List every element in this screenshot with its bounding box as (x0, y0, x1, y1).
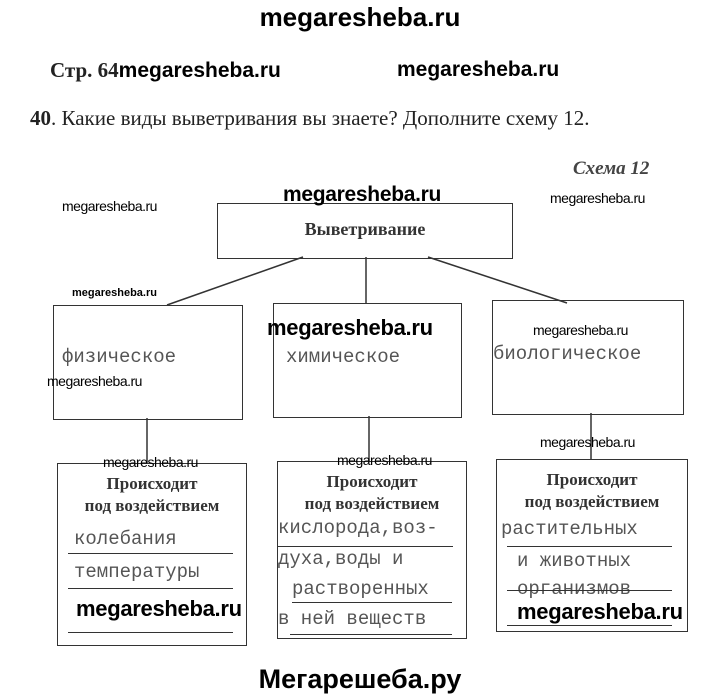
cause-heading: под воздействием (84, 496, 220, 515)
watermark: megaresheba.ru (72, 287, 157, 299)
cause-line: растительных (501, 518, 638, 540)
watermark: megaresheba.ru (103, 454, 198, 470)
page-reference: Стр. 64megaresheba.ru (50, 58, 281, 83)
cause-heading: Происходит (326, 472, 418, 491)
cause-heading: Происходит (546, 470, 638, 489)
question-text: . Какие виды выветривания вы знаете? Доп… (51, 106, 590, 130)
cause-heading: Происходит (106, 474, 198, 493)
cause-line: в ней веществ (278, 608, 427, 630)
type-label: биологическое (493, 343, 642, 365)
type-box-chemical: химическое (273, 303, 462, 418)
page-number: Стр. 64 (50, 58, 119, 82)
scheme-label: Схема 12 (573, 158, 650, 179)
cause-line: температуры (74, 561, 200, 583)
cause-box-physical: Происходит под воздействием колебания те… (57, 463, 247, 646)
watermark: megaresheba.ru (267, 315, 433, 340)
watermark: megaresheba.ru (62, 198, 157, 214)
cause-line: растворенных (292, 578, 429, 600)
watermark: megaresheba.ru (540, 434, 635, 450)
cause-heading: под воздействием (524, 492, 660, 511)
question: 40. Какие виды выветривания вы знаете? Д… (30, 106, 590, 131)
watermark: megaresheba.ru (550, 190, 645, 206)
type-label: физическое (62, 346, 177, 368)
watermark: megaresheba.ru (517, 599, 683, 624)
watermark: megaresheba.ru (47, 373, 142, 389)
watermark: megaresheba.ru (533, 322, 628, 338)
watermark: megaresheba.ru (397, 58, 560, 81)
footer-brand[interactable]: Мегарешеба.ру (258, 664, 462, 694)
cause-box-chemical: Происходит под воздействием кислорода,во… (277, 461, 467, 639)
cause-heading: под воздействием (304, 494, 440, 513)
cause-box-biological: Происходит под воздействием растительных… (496, 459, 688, 632)
type-box-biological: биологическое (492, 300, 684, 415)
cause-line: кислорода,воз- (278, 517, 438, 539)
watermark: megaresheba.ru (283, 183, 442, 206)
root-label: Выветривание (304, 219, 426, 239)
type-label: химическое (286, 346, 401, 368)
cause-line: духа,воды и (278, 548, 404, 570)
cause-line: организмов (517, 578, 632, 600)
type-box-physical: физическое (53, 305, 243, 420)
cause-line: и животных (517, 550, 632, 572)
watermark: megaresheba.ru (76, 596, 242, 621)
site-header[interactable]: megaresheba.ru (259, 2, 461, 32)
question-number: 40 (30, 106, 51, 130)
watermark: megaresheba.ru (337, 452, 432, 468)
cause-line: колебания (74, 528, 177, 550)
root-box: Выветривание (217, 203, 513, 259)
watermark: megaresheba.ru (118, 59, 281, 82)
